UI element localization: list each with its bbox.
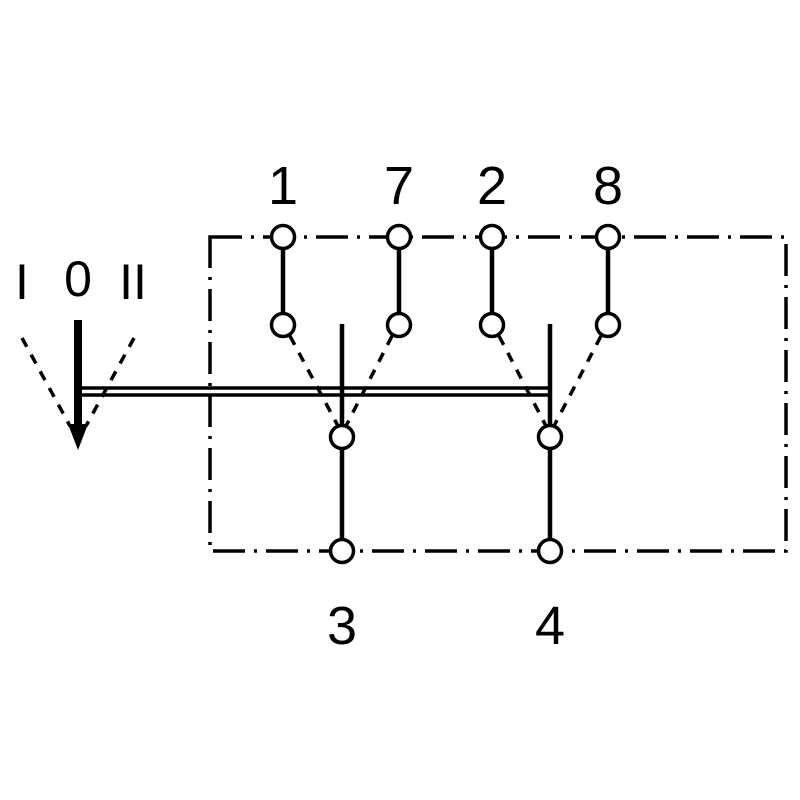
position-label-II: II	[119, 254, 147, 310]
terminal-label-8: 8	[593, 156, 623, 216]
link-terminal-8-to-branch-4	[552, 335, 603, 427]
terminal-label-4: 4	[535, 596, 565, 656]
terminal-label-1: 1	[268, 156, 298, 216]
terminal-3-node	[328, 537, 356, 565]
terminal-4-node	[536, 537, 564, 565]
lever-arrowhead-icon	[68, 424, 88, 450]
branch-3-pivot-node	[328, 423, 356, 451]
terminal-label-3: 3	[327, 596, 357, 656]
terminal-8-lower-node	[594, 311, 622, 339]
contact-links	[288, 335, 603, 427]
terminal-8-top-node	[594, 223, 622, 251]
terminal-label-2: 2	[477, 156, 507, 216]
terminal-7-lower-node	[385, 311, 413, 339]
lever-position-I-line	[20, 337, 72, 427]
lever	[20, 320, 550, 450]
terminal-1-lower-node	[269, 311, 297, 339]
terminal-2-lower-node	[478, 311, 506, 339]
contact-nodes	[269, 223, 622, 565]
terminal-2-top-node	[478, 223, 506, 251]
link-terminal-2-to-branch-4	[497, 335, 548, 427]
position-label-I: I	[15, 254, 29, 310]
terminal-label-7: 7	[384, 156, 414, 216]
branch-4-pivot-node	[536, 423, 564, 451]
position-label-0: 0	[64, 251, 92, 307]
terminal-labels: 1 7 2 8 3 4	[268, 156, 623, 656]
lever-position-labels: I 0 II	[15, 251, 147, 310]
contact-branches	[339, 324, 553, 551]
terminal-7-top-node	[385, 223, 413, 251]
link-terminal-7-to-branch-3	[344, 335, 394, 427]
lever-position-II-line	[84, 337, 136, 427]
link-terminal-1-to-branch-3	[288, 335, 340, 427]
terminal-stems	[280, 237, 611, 325]
terminal-1-top-node	[269, 223, 297, 251]
